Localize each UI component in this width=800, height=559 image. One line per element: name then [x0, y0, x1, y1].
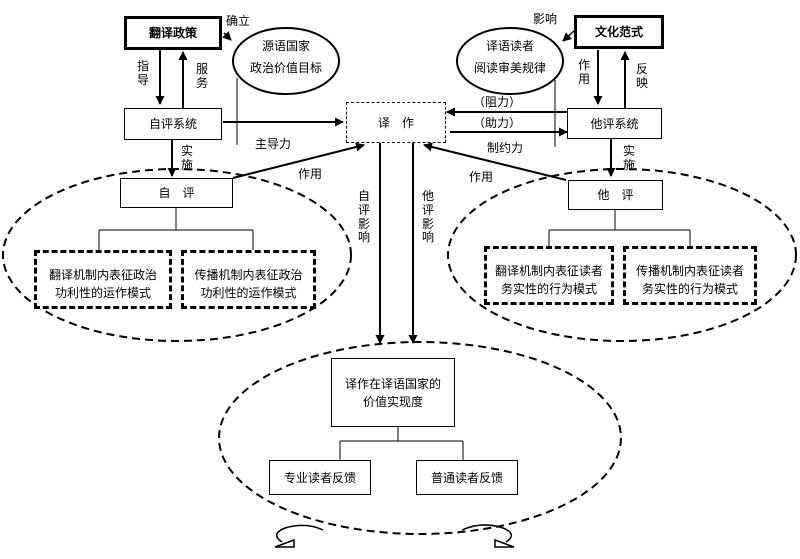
value-realization-box: 译作在译语国家的 价值实现度	[331, 358, 455, 427]
translation-work-box: 译 作	[346, 102, 446, 143]
self-dissemination-mechanism-box: 传播机制内表征政治 功利性的运作模式	[181, 250, 316, 309]
other-eval-system-box: 他评系统	[567, 108, 662, 139]
self-eval-box: 自 评	[120, 178, 233, 208]
influence-label: 影响	[533, 12, 558, 26]
self-eval-label: 自 评	[158, 186, 195, 200]
reader-norm-line1: 译语读者	[485, 39, 534, 53]
assistance-label: （助力）	[473, 116, 522, 130]
translation-work-label: 译 作	[377, 115, 414, 130]
influence-arrow	[562, 30, 575, 42]
self-influence-label: 自评影响	[357, 189, 370, 245]
general-feedback-label: 普通读者反馈	[430, 470, 503, 485]
value-realization-line2: 价值实现度	[362, 394, 423, 409]
main-force-label: 主导力	[255, 137, 292, 151]
self-mech1-line2: 功利性的运作模式	[54, 285, 151, 300]
translation-policy-label: 翻译政策	[148, 26, 197, 40]
other-translation-mechanism-box: 翻译机制内表征读者 务实性的行为模式	[484, 246, 614, 305]
self-mech2-line1: 传播机制内表征政治	[194, 267, 303, 282]
source-goal-line1: 源语国家	[261, 39, 310, 53]
self-eval-system-label: 自评系统	[148, 117, 197, 131]
reflect-label: 反映	[635, 62, 648, 90]
source-goal-line2: 政治价值目标	[249, 60, 322, 75]
professional-feedback-label: 专业读者反馈	[283, 470, 356, 485]
translation-policy-box: 翻译政策	[124, 16, 222, 50]
reader-norm-text: 译语读者 阅读审美规律	[460, 36, 560, 79]
other-mech1-line2: 务实性的行为模式	[500, 281, 597, 296]
cultural-paradigm-box: 文化范式	[574, 15, 664, 49]
establish-arrow	[222, 31, 232, 41]
self-translation-mechanism-box: 翻译机制内表征政治 功利性的运作模式	[34, 250, 172, 309]
rotate-right-icon	[461, 524, 515, 548]
effect-right-arrow	[423, 142, 567, 181]
implement-right-label: 实施	[622, 144, 635, 172]
other-dissemination-mechanism-box: 传播机制内表征读者 务实性的行为模式	[623, 246, 757, 305]
self-eval-ellipse	[2, 168, 352, 342]
self-eval-system-box: 自评系统	[124, 108, 222, 140]
other-mech2-line1: 传播机制内表征读者	[635, 263, 744, 278]
general-feedback-box: 普通读者反馈	[416, 460, 518, 495]
cultural-paradigm-label: 文化范式	[594, 25, 643, 39]
resistance-label: （阻力）	[473, 95, 522, 109]
serve-label: 服务	[195, 62, 208, 90]
source-goal-oval	[232, 27, 340, 95]
reader-norm-oval	[456, 27, 564, 95]
guide-label: 指导	[136, 59, 149, 87]
rotate-left-icon	[274, 524, 324, 548]
effect-left-label: 作用	[298, 167, 323, 181]
effect-left-arrow	[232, 142, 365, 179]
implement-left-label: 实施	[180, 144, 193, 172]
self-mech2-line2: 功利性的运作模式	[200, 285, 297, 300]
other-mech1-line1: 翻译机制内表征读者	[494, 263, 603, 278]
effect-down-label: 作用	[577, 58, 590, 86]
reader-norm-line2: 阅读审美规律	[473, 60, 546, 75]
effect-right-label: 作用	[469, 170, 494, 184]
other-influence-label: 他评影响	[421, 189, 434, 245]
value-realization-line1: 译作在译语国家的	[344, 376, 441, 391]
self-mech1-line1: 翻译机制内表征政治	[48, 267, 157, 282]
other-mech2-line2: 务实性的行为模式	[641, 281, 738, 296]
constraint-label: 制约力	[487, 141, 524, 155]
establish-label: 确立	[226, 14, 251, 28]
other-eval-label: 他 评	[597, 188, 634, 202]
other-eval-system-label: 他评系统	[590, 116, 639, 131]
professional-feedback-box: 专业读者反馈	[269, 460, 371, 495]
value-ellipse	[218, 341, 622, 535]
other-eval-ellipse	[447, 168, 797, 342]
source-goal-text: 源语国家 政治价值目标	[236, 36, 336, 79]
other-eval-box: 他 评	[568, 180, 663, 210]
